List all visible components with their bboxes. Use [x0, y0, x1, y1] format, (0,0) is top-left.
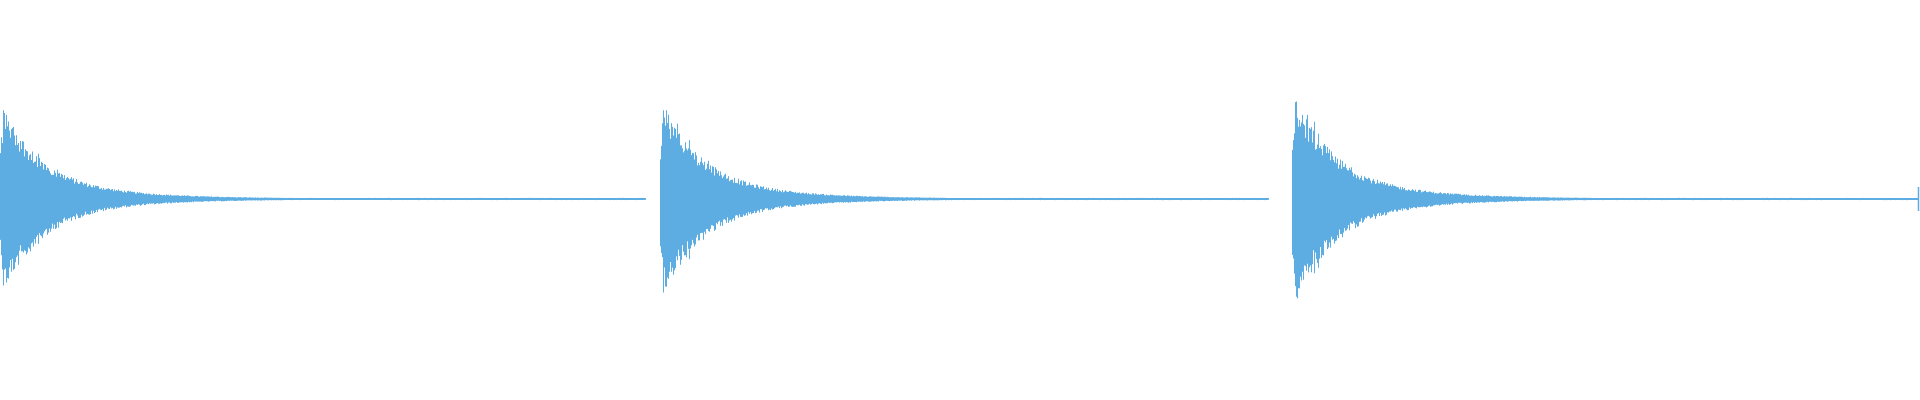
waveform-signal [0, 101, 1919, 299]
transient-1 [0, 110, 646, 286]
transient-2 [660, 110, 1269, 293]
